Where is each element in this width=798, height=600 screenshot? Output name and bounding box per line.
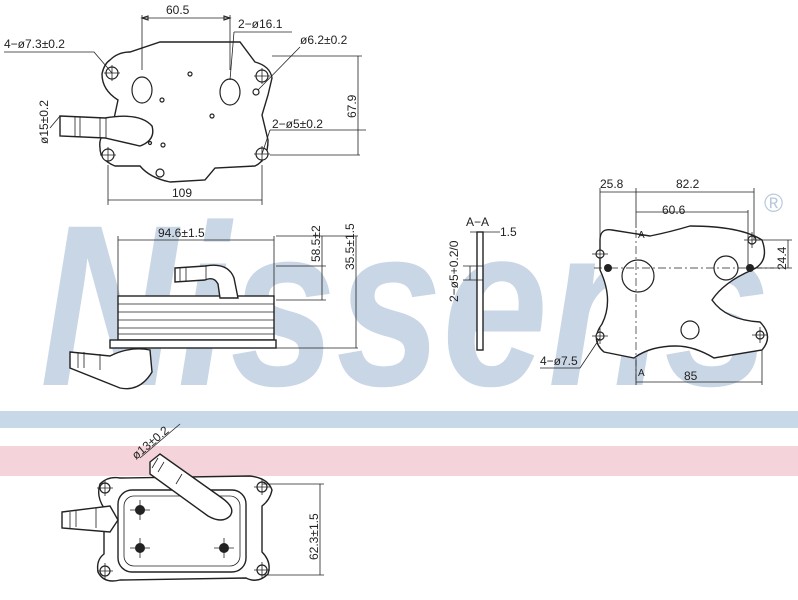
dim-82-2: 82.2 <box>676 177 700 191</box>
side-stack <box>117 295 275 341</box>
top-view-plate <box>99 41 273 183</box>
section-mark-bottom: A <box>638 368 645 379</box>
bottom-diagonal-pipe <box>149 453 233 521</box>
side-lower-pipe <box>69 348 153 390</box>
dim-58-5: 58.5±2 <box>309 225 323 262</box>
dim-holes-4: 4−ø7.3±0.2 <box>4 37 65 51</box>
pin-hole-2 <box>159 97 165 103</box>
port-left-16 <box>131 76 153 104</box>
section-label: A−A <box>466 215 489 229</box>
pink-band <box>0 446 798 476</box>
dim-94-6: 94.6±1.5 <box>158 226 205 240</box>
pin-hole-5 <box>147 140 153 146</box>
dim-hole-6-2: ø6.2±0.2 <box>300 33 348 47</box>
dim-1-5: 1.5 <box>500 225 517 239</box>
dim-holes-2-5: 2−ø5±0.2 <box>272 117 323 131</box>
top-view: 60.5 4−ø7.3±0.2 2−ø16.1 ø6.2±0.2 67.9 2−… <box>4 3 366 205</box>
dim-35-5: 35.5±1.5 <box>343 223 357 270</box>
pin-hole-4 <box>160 142 166 148</box>
port-right-16 <box>219 78 241 106</box>
gasket-port-left <box>621 259 655 293</box>
section-mark-top: A <box>638 230 645 241</box>
side-view: 94.6±1.5 58.5±2 35.5±1.5 <box>69 223 358 390</box>
gasket-port-bottom <box>680 320 700 340</box>
dim-85: 85 <box>684 369 698 383</box>
pin-hole-3 <box>209 113 215 119</box>
dim-pipe-15: ø15±0.2 <box>37 100 51 144</box>
dim-2-5-tol: 2−ø5+0.2/0 <box>447 240 461 302</box>
registered-mark: ® <box>764 188 783 218</box>
dim-25-8: 25.8 <box>600 177 624 191</box>
dim-holes-4-7-5: 4−ø7.5 <box>540 354 578 368</box>
dim-24-4: 24.4 <box>775 246 789 270</box>
section-strip <box>476 231 484 351</box>
gasket-pin-left <box>604 264 612 272</box>
side-upper-pipe <box>174 264 239 299</box>
dim-holes-2-16: 2−ø16.1 <box>238 17 283 31</box>
dim-60-5: 60.5 <box>166 3 190 17</box>
side-base-plate <box>109 339 277 349</box>
dim-109: 109 <box>172 186 192 200</box>
gasket-view: 25.8 82.2 60.6 24.4 4−ø7.5 85 A A <box>540 177 792 385</box>
hole-6-2 <box>252 88 260 96</box>
section-view: A−A 1.5 2−ø5+0.2/0 <box>447 215 517 351</box>
dim-62-3: 62.3±1.5 <box>307 513 321 560</box>
dim-67-9: 67.9 <box>345 94 359 118</box>
pin-hole-6 <box>155 168 165 178</box>
dim-60-6: 60.6 <box>662 203 686 217</box>
pin-hole-1 <box>187 71 193 77</box>
blue-band <box>0 411 798 428</box>
